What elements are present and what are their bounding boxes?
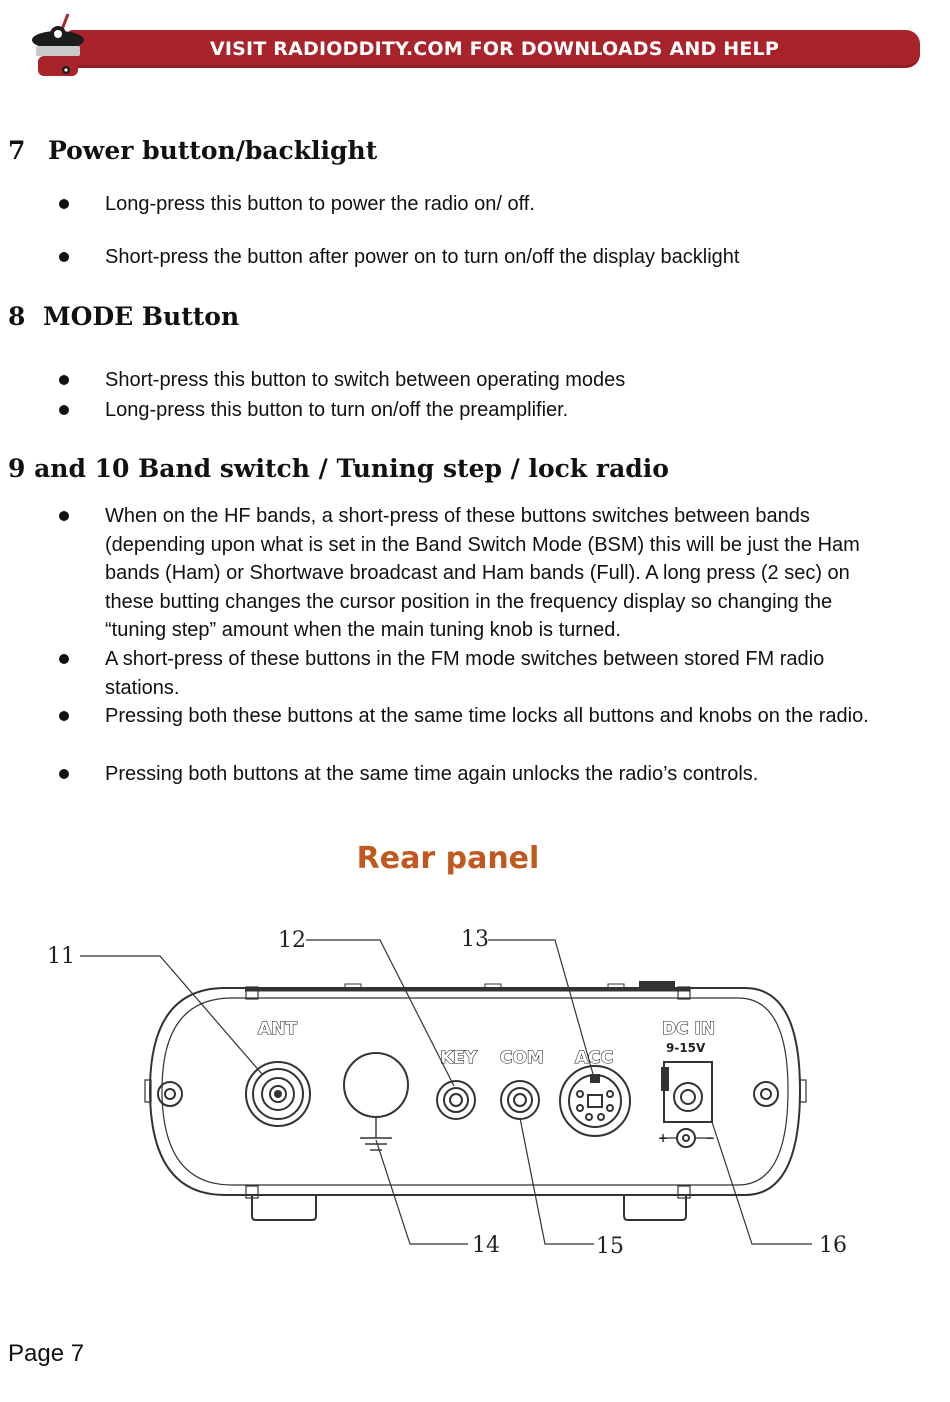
ant-connector-icon (245, 1061, 311, 1127)
bullet-text: Pressing both buttons at the same time a… (105, 763, 759, 785)
callout-15: 15 (596, 1234, 624, 1259)
bullet-text: Long-press this button to turn on/off th… (105, 399, 569, 421)
section-7-number: 7 (8, 136, 26, 165)
dc-in-label: DC IN (662, 1019, 715, 1039)
voltage-label: 9-15V (666, 1041, 706, 1055)
banner-text: VISIT RADIODDITY.COM FOR DOWNLOADS AND H… (210, 38, 779, 60)
bullet-icon (59, 199, 69, 209)
callout-leader-lines (80, 939, 812, 1245)
section-9-10-title: Band switch / Tuning step / lock radio (138, 454, 669, 483)
callout-11: 11 (47, 944, 75, 969)
rear-panel-title: Rear panel (356, 841, 540, 876)
page-number: Page 7 (8, 1340, 85, 1367)
banner-bar (68, 30, 920, 68)
ant-label: ANT (258, 1019, 297, 1039)
polarity-plus-label: + (658, 1131, 668, 1145)
com-label: COM (500, 1048, 544, 1068)
rear-panel-diagram: ANT KEY COM ACC (47, 927, 847, 1259)
bullet-text: When on the HF bands, a short-press of t… (105, 505, 860, 641)
bullet-icon (59, 769, 69, 779)
section-7-title: Power button/backlight (48, 136, 378, 165)
section-8-heading: 8 MODE Button (8, 302, 239, 331)
acc-port-icon (559, 1065, 631, 1137)
radioddity-logo-icon (32, 13, 84, 76)
section-7-heading: 7 Power button/backlight (8, 136, 377, 165)
radio-chassis (144, 981, 807, 1221)
bullet-text: Long-press this button to power the radi… (105, 193, 535, 215)
bullet-icon (59, 711, 69, 721)
bullet-icon (59, 511, 69, 521)
ground-terminal-icon (343, 1052, 409, 1151)
bullet-text: Pressing both these buttons at the same … (105, 705, 869, 727)
section-8-title: MODE Button (43, 302, 240, 331)
callout-14: 14 (472, 1233, 500, 1258)
section-9-10-number: 9 and 10 (8, 454, 130, 483)
bullet-text: Short-press this button to switch betwee… (105, 369, 626, 391)
bullet-text: A short-press of these buttons in the FM… (105, 648, 825, 699)
acc-label: ACC (575, 1048, 613, 1068)
bullet-icon (59, 654, 69, 664)
key-label: KEY (440, 1048, 478, 1068)
callout-12: 12 (278, 928, 306, 953)
key-jack-icon (436, 1080, 476, 1120)
section-9-10-heading: 9 and 10 Band switch / Tuning step / loc… (8, 454, 669, 483)
bullet-icon (59, 252, 69, 262)
polarity-minus-label: − (705, 1131, 715, 1145)
header-banner: VISIT RADIODDITY.COM FOR DOWNLOADS AND H… (28, 12, 920, 82)
com-jack-icon (500, 1080, 540, 1120)
dc-in-jack-icon (660, 1061, 713, 1148)
section-8-number: 8 (8, 302, 26, 331)
bullet-text: Short-press the button after power on to… (105, 246, 740, 268)
bullet-icon (59, 375, 69, 385)
callout-16: 16 (819, 1233, 847, 1258)
bullet-icon (59, 405, 69, 415)
callout-13: 13 (461, 927, 489, 952)
